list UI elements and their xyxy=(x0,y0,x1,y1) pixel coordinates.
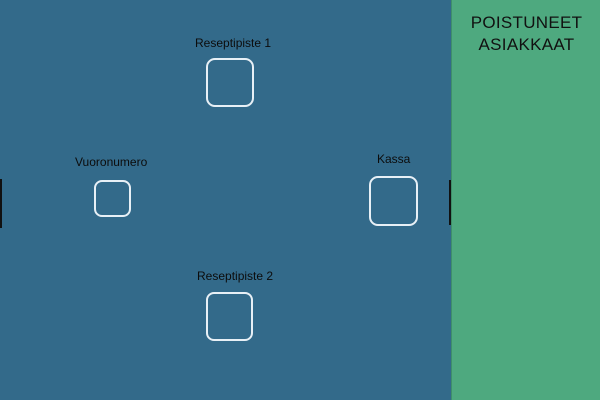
entrance-door xyxy=(0,179,2,228)
station-vuoronumero[interactable] xyxy=(94,180,131,217)
pharmacy-floor: Reseptipiste 1 Vuoronumero Kassa Resepti… xyxy=(0,36,451,341)
station-label-reseptipiste-2: Reseptipiste 2 xyxy=(197,269,274,283)
station-reseptipiste-2[interactable] xyxy=(206,292,253,341)
exited-customers-title: POISTUNEET ASIAKKAAT xyxy=(452,12,600,56)
exited-customers-title-line2: ASIAKKAAT xyxy=(478,35,575,54)
station-label-vuoronumero: Vuoronumero xyxy=(75,155,148,169)
station-label-kassa: Kassa xyxy=(377,152,411,166)
exited-customers-title-line1: POISTUNEET xyxy=(470,13,583,32)
station-label-reseptipiste-1: Reseptipiste 1 xyxy=(195,36,272,50)
exited-customers-panel: POISTUNEET ASIAKKAAT xyxy=(451,0,600,400)
station-reseptipiste-1[interactable] xyxy=(206,58,254,107)
exit-door xyxy=(449,180,451,225)
station-kassa[interactable] xyxy=(369,176,418,226)
